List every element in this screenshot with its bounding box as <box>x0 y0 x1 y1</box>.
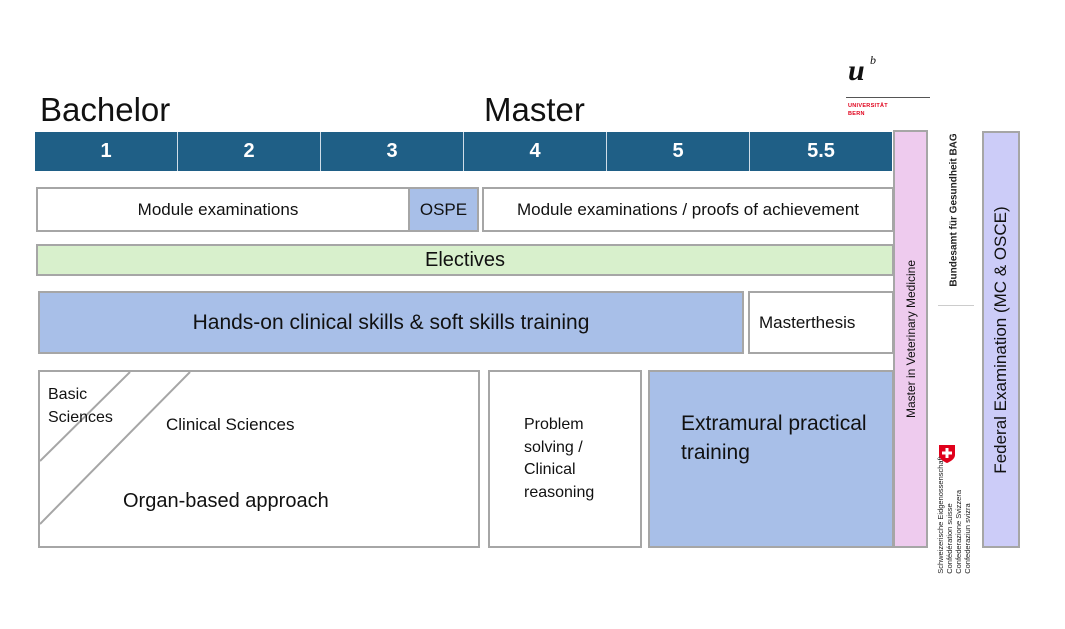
bag-language-line-2: Confédération suisse <box>945 503 954 574</box>
bag-logo: Bundesamt für Gesundheit BAG Schweizeris… <box>930 130 978 574</box>
year-4: 4 <box>464 132 607 171</box>
basic-sciences-label: Basic Sciences <box>48 386 113 426</box>
master-vet-med-bar: Master in Veterinary Medicine <box>893 130 928 548</box>
extramural-training-label: Extramural practical training <box>681 412 867 464</box>
year-bar: 1 2 3 4 5 5.5 <box>35 132 892 171</box>
year-5-5: 5.5 <box>750 132 892 171</box>
master-heading: Master <box>484 91 585 128</box>
federal-exam-bar: Federal Examination (MC & OSCE) <box>982 131 1020 548</box>
bag-languages: Schweizerische Eidgenossenschaft Confédé… <box>936 456 972 574</box>
federal-exam-label: Federal Examination (MC & OSCE) <box>991 205 1010 474</box>
university-logo-divider <box>846 97 930 98</box>
year-1: 1 <box>35 132 178 171</box>
organ-based-approach-label: Organ-based approach <box>123 490 329 512</box>
bag-language-line-4: Confederaziun svizra <box>963 503 972 574</box>
problem-solving-box: Problem solving / Clinical reasoning <box>488 370 642 548</box>
university-logo-superscript: b <box>870 53 876 67</box>
university-logo-mark: u <box>848 54 865 87</box>
ospe-box: OSPE <box>408 187 479 232</box>
bag-divider <box>938 305 974 306</box>
year-2: 2 <box>178 132 321 171</box>
sciences-divider-lines <box>40 372 191 525</box>
university-logo: u b UNIVERSITÄT BERN <box>846 53 930 122</box>
hands-on-training-box: Hands-on clinical skills & soft skills t… <box>38 291 744 354</box>
bag-language-line-3: Confederazione Svizzera <box>954 489 963 574</box>
extramural-training-box: Extramural practical training <box>648 370 894 548</box>
clinical-sciences-label: Clinical Sciences <box>166 415 295 434</box>
master-vet-med-label: Master in Veterinary Medicine <box>903 259 918 419</box>
electives-bar: Electives <box>36 244 894 276</box>
bachelor-heading: Bachelor <box>40 91 171 128</box>
masterthesis-box: Masterthesis <box>748 291 894 354</box>
bag-language-line-1: Schweizerische Eidgenossenschaft <box>936 456 945 574</box>
bag-name-label: Bundesamt für Gesundheit BAG <box>948 133 960 287</box>
university-logo-line-1: UNIVERSITÄT <box>848 103 888 109</box>
module-examinations-master-box: Module examinations / proofs of achievem… <box>482 187 894 232</box>
module-examinations-box: Module examinations <box>36 187 410 232</box>
problem-solving-label: Problem solving / Clinical reasoning <box>524 416 595 501</box>
year-3: 3 <box>321 132 464 171</box>
swiss-flag-icon <box>939 445 955 463</box>
sciences-block: Basic Sciences Clinical Sciences Organ-b… <box>38 370 480 548</box>
year-5: 5 <box>607 132 750 171</box>
university-logo-line-2: BERN <box>848 111 865 117</box>
